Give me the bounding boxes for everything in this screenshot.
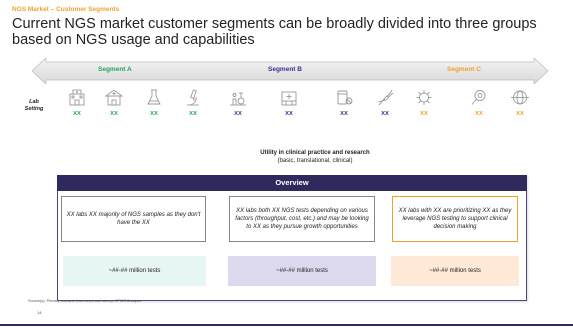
segment-a-tests: ~##-## million tests [63, 256, 206, 286]
lab-setting-label: Lab Setting [24, 99, 44, 112]
research-lab-icon [230, 92, 246, 106]
utility-subtitle: (basic, translational, clinical) [277, 158, 353, 164]
magnifier-cell-icon [471, 90, 486, 105]
lab-setting-value-4: XX [189, 111, 197, 117]
utility-heading: Utility in clinical practice and researc… [220, 149, 410, 165]
lab-setting-value-5: XX [234, 111, 242, 117]
pills-icon [337, 90, 353, 105]
segment-b-label: Segment B [268, 66, 302, 73]
dna-icon [377, 89, 394, 106]
source-note: Source(s): Primary research interviews a… [28, 299, 142, 303]
lab-setting-value-2: XX [110, 111, 118, 117]
lab-setting-value-10: XX [475, 111, 483, 117]
lab-flask-icon [147, 89, 161, 105]
lab-setting-value-6: XX [285, 111, 293, 117]
overview-title: Overview [57, 175, 527, 191]
lab-setting-value-7: XX [340, 111, 348, 117]
globe-network-icon [511, 90, 529, 105]
footer-rule [0, 324, 573, 326]
segment-a-description: XX labs XX majority of NGS samples as th… [61, 196, 206, 242]
segment-arrow [32, 58, 548, 84]
utility-title: Utility in clinical practice and researc… [260, 150, 370, 156]
segment-c-description: XX labs with XX are prioritizing XX as t… [392, 196, 518, 242]
lab-setting-value-3: XX [150, 111, 158, 117]
lab-setting-value-8: XX [381, 111, 389, 117]
segment-a-label: Segment A [98, 66, 132, 73]
segment-c-label: Segment C [447, 66, 481, 73]
microscope-icon [187, 89, 199, 106]
clinic-building-icon [104, 89, 124, 106]
virus-icon [416, 90, 432, 105]
lab-setting-value-1: XX [73, 111, 81, 117]
section-eyebrow: NGS Market – Customer Segments [12, 6, 120, 13]
segment-c-tests: ~##-## million tests [391, 256, 519, 286]
lab-setting-value-11: XX [516, 111, 524, 117]
segment-b-description: XX labs both XX NGS tests depending on v… [229, 196, 375, 242]
lab-setting-value-9: XX [420, 111, 428, 117]
medical-center-icon [281, 91, 297, 106]
page-number: 14 [37, 310, 42, 315]
page-title: Current NGS market customer segments can… [12, 16, 537, 48]
hospital-icon [69, 89, 85, 106]
segment-b-tests: ~##-## million tests [228, 256, 376, 286]
